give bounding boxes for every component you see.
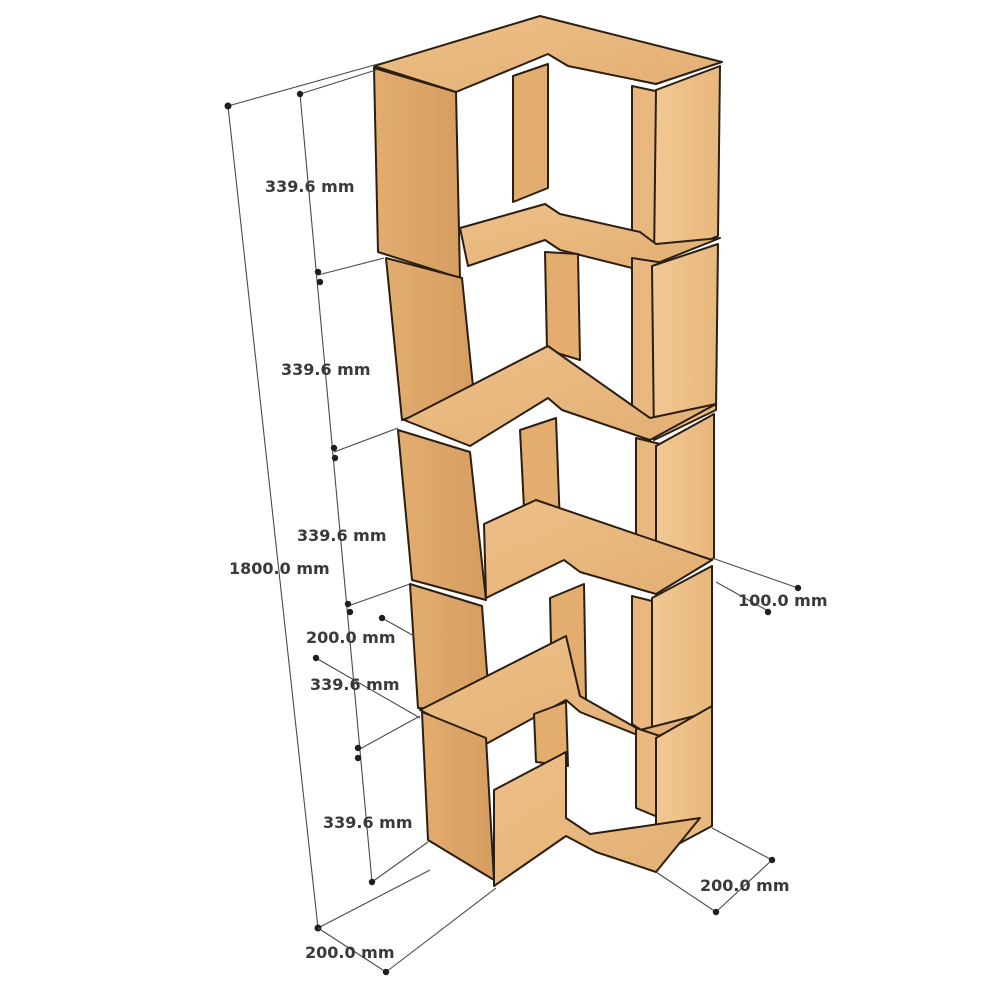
total-height-label: 1800.0 mm xyxy=(229,559,330,578)
corner-bookshelf xyxy=(373,15,723,887)
bottom-right-width-label: 200.0 mm xyxy=(700,876,790,895)
left-side-panel xyxy=(421,711,495,881)
shelf-board xyxy=(403,345,717,447)
section-3-height-label: 339.6 mm xyxy=(297,526,387,545)
right-depth-label: 100.0 mm xyxy=(738,591,828,610)
shelf-section-4 xyxy=(409,565,713,745)
bottom-board xyxy=(493,751,701,887)
shelf-section-2 xyxy=(385,243,719,447)
shelf-board xyxy=(459,203,721,271)
right-side-panel xyxy=(653,65,721,263)
section-1-height-label: 339.6 mm xyxy=(265,177,355,196)
section-2-height-label: 339.6 mm xyxy=(281,360,371,379)
back-panel xyxy=(533,701,569,767)
right-side-panel xyxy=(651,243,719,441)
bottom-left-width-label: 200.0 mm xyxy=(305,943,395,962)
shelf-board xyxy=(483,499,713,599)
shelf-section-1 xyxy=(373,15,723,279)
left-side-panel xyxy=(397,429,487,601)
section-4-height-label: 339.6 mm xyxy=(310,675,400,694)
left-side-panel xyxy=(373,67,461,279)
shelf-section-3 xyxy=(397,413,715,601)
left-depth-label: 200.0 mm xyxy=(306,628,396,647)
section-5-height-label: 339.6 mm xyxy=(323,813,413,832)
top-board xyxy=(373,15,723,93)
shelf-section-5 xyxy=(421,701,713,887)
back-panel xyxy=(512,63,549,203)
dimension-lines xyxy=(224,63,802,976)
back-panel xyxy=(544,251,581,361)
